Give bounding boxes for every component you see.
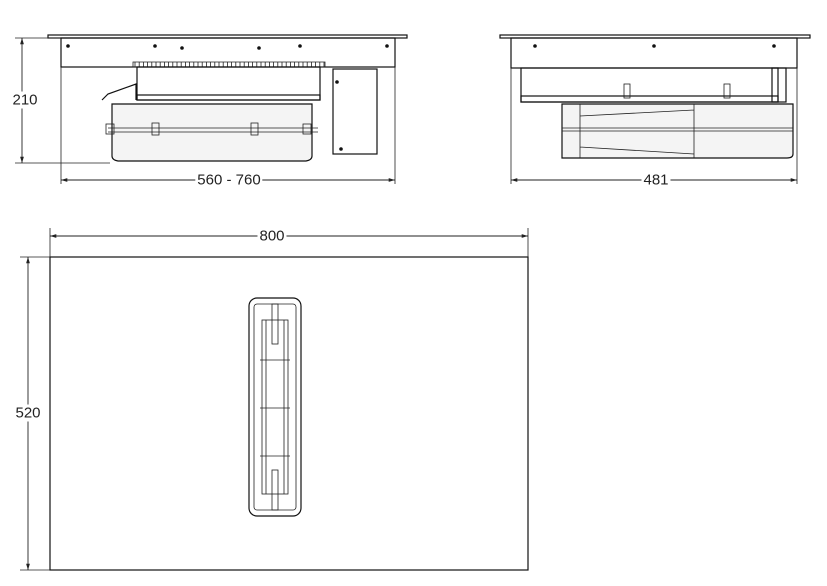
dim-side-height: 210: [10, 91, 40, 109]
vent-grille: [248, 297, 302, 517]
dim-side-width: 560 - 760: [195, 171, 263, 189]
dim-top-depth: 520: [13, 404, 43, 422]
dim-top-width: 800: [257, 227, 287, 245]
dim-end-width: 481: [641, 171, 671, 189]
top-view: [20, 228, 529, 571]
side-view: [15, 34, 408, 184]
end-view: [499, 34, 811, 184]
